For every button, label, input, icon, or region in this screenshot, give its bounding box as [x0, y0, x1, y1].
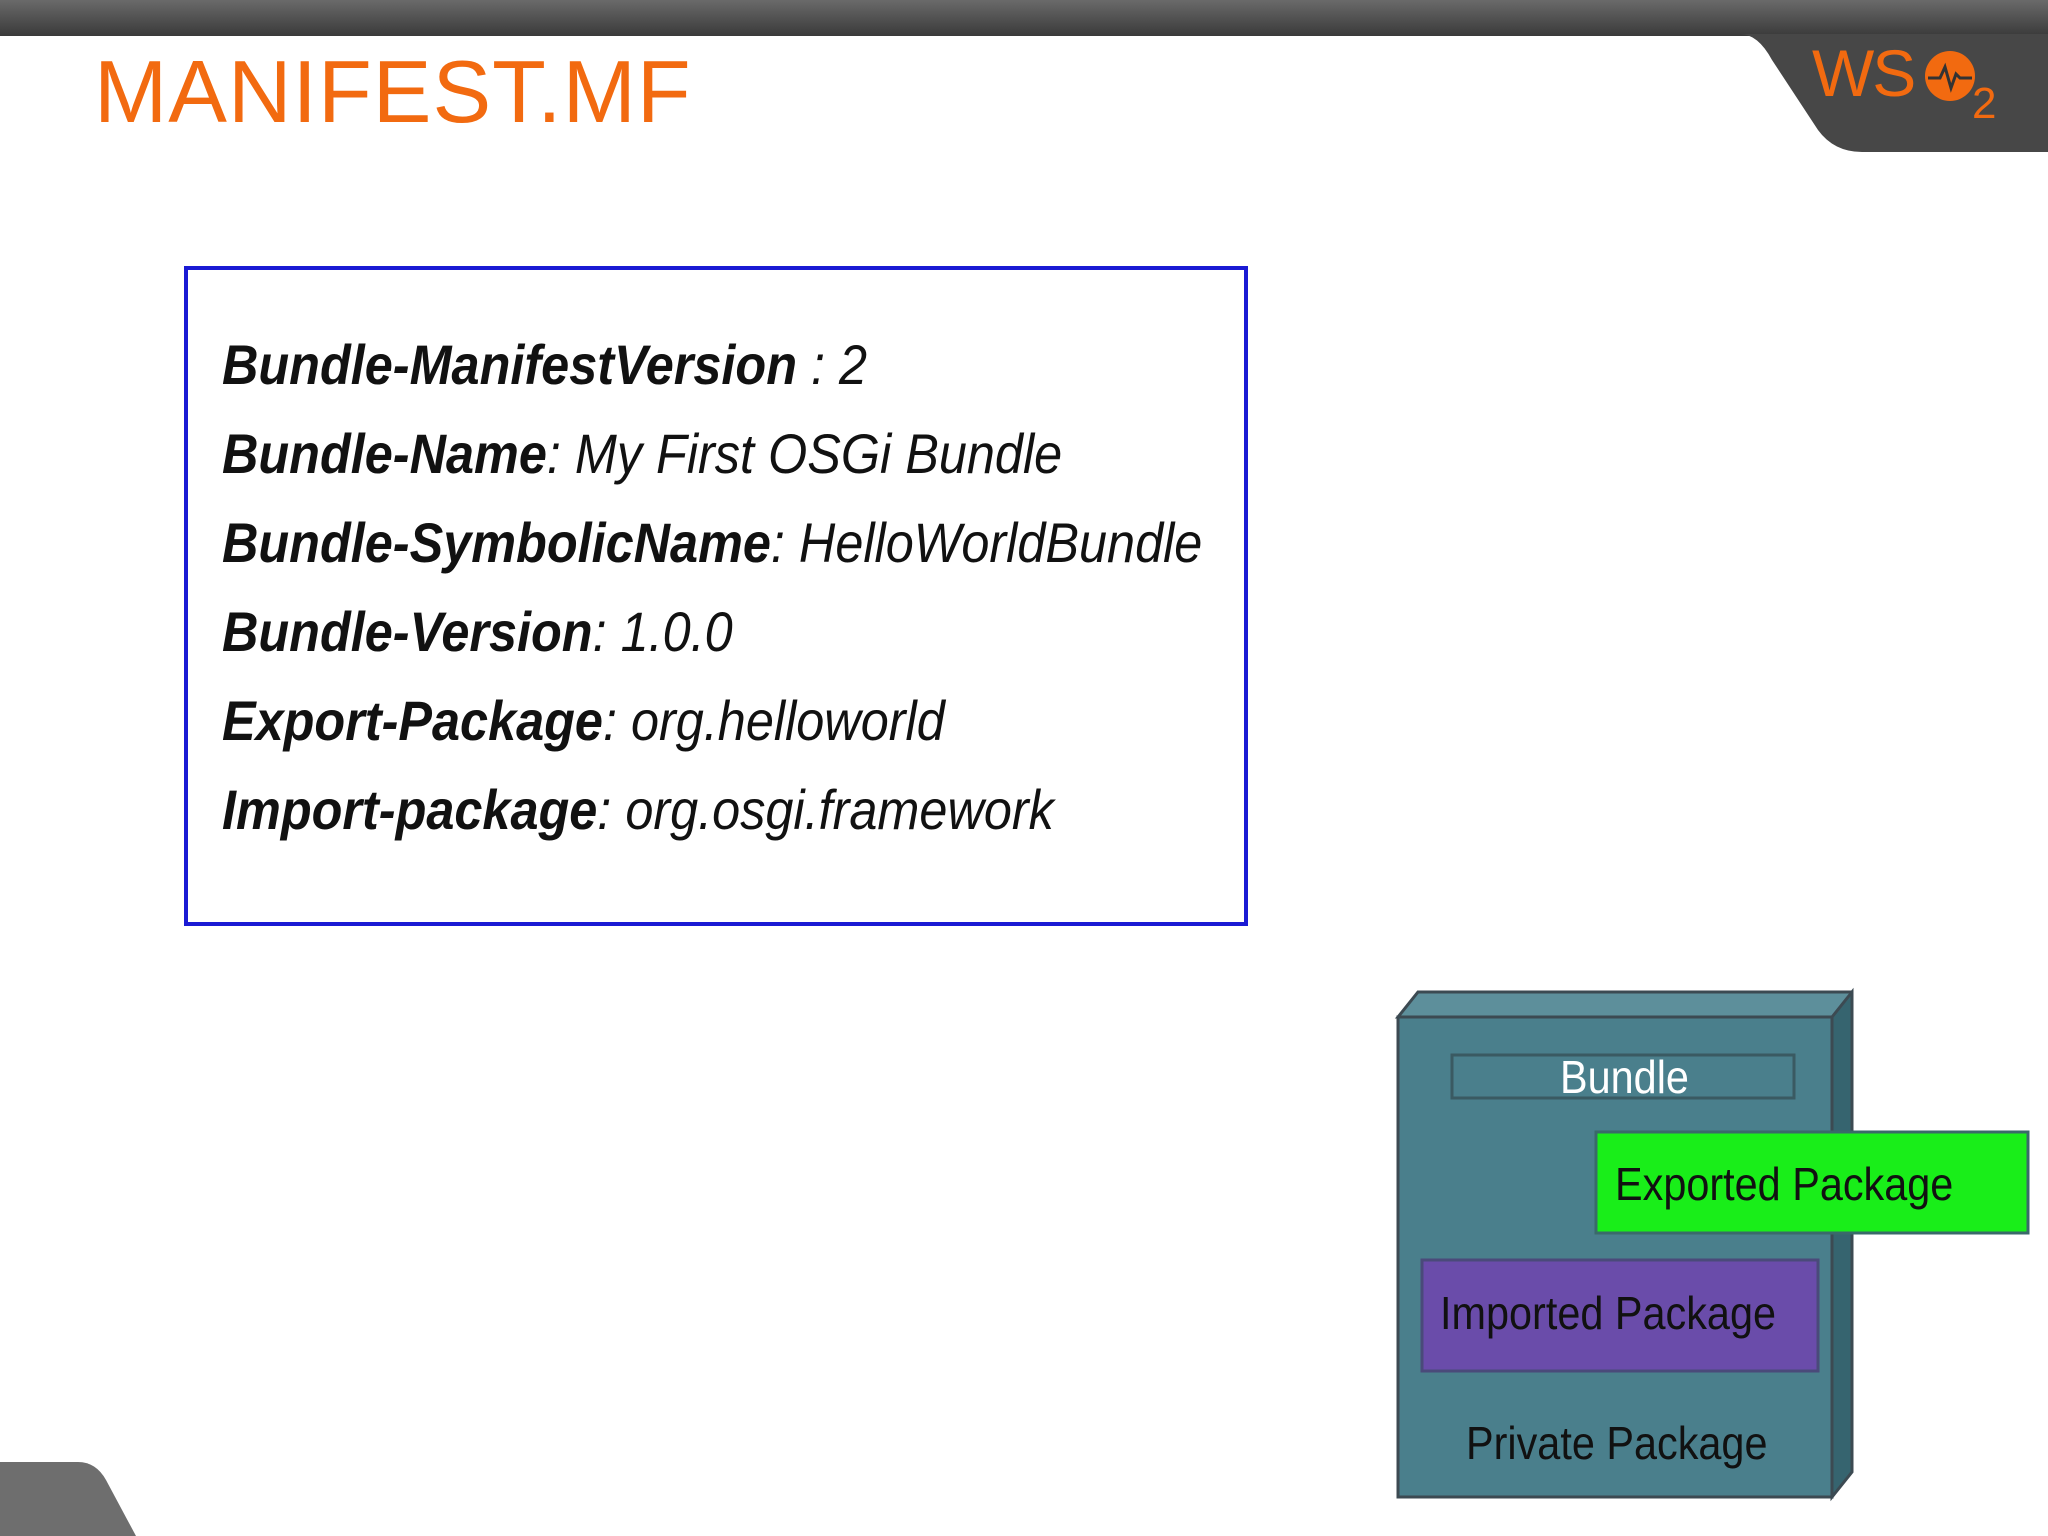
svg-text:2: 2 — [1972, 79, 1996, 124]
private-package-label: Private Package — [1466, 1417, 1768, 1469]
manifest-key: Bundle-Version — [222, 600, 593, 663]
bundle-block — [1394, 987, 1854, 1502]
manifest-separator: : — [546, 422, 575, 485]
manifest-key: Import-package — [222, 778, 598, 841]
manifest-value: 2 — [839, 333, 868, 396]
bundle-top-face — [1394, 990, 1854, 1019]
manifest-value: HelloWorldBundle — [798, 511, 1203, 574]
imported-package-label: Imported Package — [1440, 1287, 1776, 1339]
svg-text:WS: WS — [1812, 36, 1914, 110]
exported-package-box — [1594, 1130, 2030, 1235]
wso2-logo: WS 2 — [1812, 36, 1996, 124]
manifest-line-export-package: Export-Package: org.helloworld — [222, 676, 1202, 765]
manifest-line-bundle-name: Bundle-Name: My First OSGi Bundle — [222, 409, 1202, 498]
manifest-value: My First OSGi Bundle — [574, 422, 1063, 485]
exported-package-label: Exported Package — [1615, 1158, 1954, 1210]
bundle-label-frame — [1450, 1053, 1796, 1100]
manifest-value: org.osgi.framework — [625, 778, 1054, 841]
manifest-box: Bundle-ManifestVersion : 2 Bundle-Name: … — [184, 266, 1248, 926]
top-band — [0, 0, 2048, 36]
manifest-line-bundle-version: Bundle-Version: 1.0.0 — [222, 587, 1202, 676]
manifest-separator: : — [597, 778, 626, 841]
manifest-value: org.helloworld — [630, 689, 945, 752]
manifest-key: Bundle-Name — [222, 422, 547, 485]
bundle-side-face — [1830, 987, 1854, 1502]
manifest-line-bundle-symbolic-name: Bundle-SymbolicName: HelloWorldBundle — [222, 498, 1202, 587]
manifest-separator: : — [602, 689, 631, 752]
manifest-key: Bundle-SymbolicName — [222, 511, 771, 574]
manifest-separator: : — [770, 511, 799, 574]
bottom-left-tab — [0, 1462, 136, 1536]
manifest-separator: : — [797, 333, 840, 396]
manifest-separator: : — [592, 600, 621, 663]
bundle-diagram — [1394, 987, 2030, 1502]
slide-title: MANIFEST.MF — [94, 42, 692, 141]
manifest-key: Export-Package — [222, 689, 603, 752]
manifest-key: Bundle-ManifestVersion — [222, 333, 798, 396]
imported-package-box — [1420, 1258, 1820, 1373]
manifest-line-import-package: Import-package: org.osgi.framework — [222, 765, 1202, 854]
bundle-label: Bundle — [1560, 1051, 1689, 1103]
manifest-lines: Bundle-ManifestVersion : 2 Bundle-Name: … — [222, 320, 1311, 854]
manifest-line-bundle-manifest-version: Bundle-ManifestVersion : 2 — [222, 320, 1202, 409]
manifest-value: 1.0.0 — [620, 600, 733, 663]
